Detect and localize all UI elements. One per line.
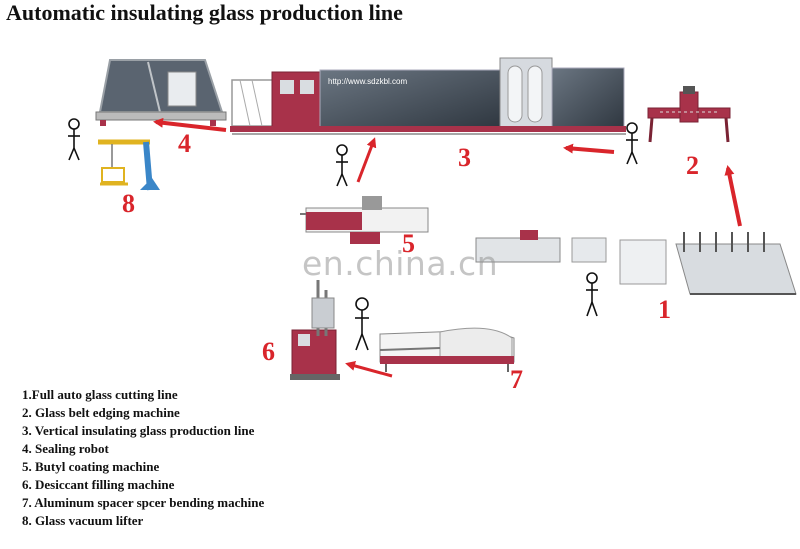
page-title: Automatic insulating glass production li…: [6, 0, 403, 25]
legend-item: 2. Glass belt edging machine: [22, 405, 180, 420]
step-number-5: 5: [402, 229, 415, 258]
step-number-4: 4: [178, 129, 191, 158]
step-number-7: 7: [510, 365, 523, 394]
step-number-3: 3: [458, 143, 471, 172]
stick-figure-icon: [336, 144, 348, 187]
watermark-text: en.china.cn: [302, 244, 499, 283]
flow-arrow-icon: [356, 137, 377, 183]
legend-item: 5. Butyl coating machine: [22, 459, 160, 474]
glass-vacuum-lifter-machine: [98, 139, 160, 191]
step-number-2: 2: [686, 151, 699, 180]
stick-figure-icon: [586, 272, 598, 317]
flow-arrow-icon: [345, 361, 393, 378]
legend-item: 3. Vertical insulating glass production …: [22, 423, 255, 438]
legend-item: 4. Sealing robot: [22, 441, 109, 456]
sealing-robot-machine: [95, 59, 227, 126]
butyl-coating-machine: [300, 196, 429, 244]
flow-arrow-icon: [724, 165, 742, 227]
legend-item: 6. Desiccant filling machine: [22, 477, 175, 492]
step-number-6: 6: [262, 337, 275, 366]
flow-arrow-icon: [563, 143, 615, 154]
step-number-1: 1: [658, 295, 671, 324]
flow-arrow-icon: [153, 117, 227, 132]
desiccant-filling-machine: [290, 280, 340, 380]
stick-figure-icon: [626, 122, 638, 165]
legend-list: 1.Full auto glass cutting line 2. Glass …: [22, 386, 264, 530]
glass-cutting-line-machine: [475, 230, 797, 295]
legend-item: 7. Aluminum spacer spcer bending machine: [22, 495, 265, 510]
vertical-insulating-line-machine: http://www.sdzkbl.com: [230, 57, 626, 135]
legend-item: 1.Full auto glass cutting line: [22, 387, 178, 402]
legend-item: 8. Glass vacuum lifter: [22, 513, 144, 528]
stick-figure-icon: [355, 297, 369, 351]
stick-figure-icon: [68, 118, 80, 161]
machine-url-text: http://www.sdzkbl.com: [328, 77, 407, 86]
glass-edging-machine: [647, 86, 731, 143]
spacer-bending-machine: [379, 327, 515, 372]
step-number-8: 8: [122, 189, 135, 218]
